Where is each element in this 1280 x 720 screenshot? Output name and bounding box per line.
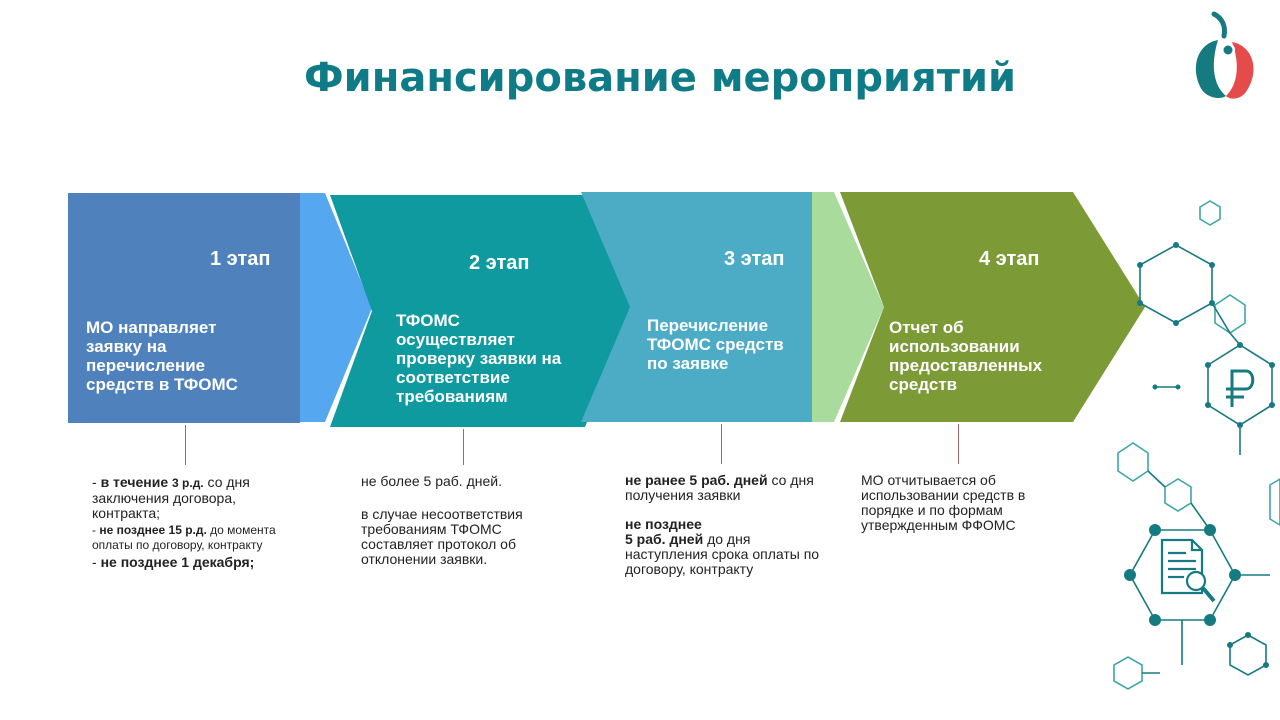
stage-1-note-a: - в течение 3 р.д. со дня заключения дог… (92, 474, 250, 521)
stage-3-heading: 3 этап (724, 248, 785, 270)
stage-1-arrow-tip (298, 193, 372, 422)
stage-4-note: МО отчитывается об использовании средств… (861, 472, 1026, 533)
stage-4-heading: 4 этап (979, 248, 1040, 270)
stage-2-connector (463, 429, 464, 465)
stage-3-notes: не ранее 5 раб. дней со дня получения за… (625, 473, 820, 577)
stage-1-note-c: - не позднее 1 декабря; (92, 554, 255, 570)
stage-2-description: ТФОМС осуществляет проверку заявки на со… (396, 311, 562, 406)
stage-1-description: МО направляет заявку на перечисление сре… (86, 318, 238, 394)
stage-3-connector (721, 424, 722, 464)
page-title: Финансирование мероприятий (304, 55, 1016, 101)
document-magnifier-icon (1160, 538, 1216, 603)
stage-4-notes: МО отчитывается об использовании средств… (861, 473, 1061, 533)
stage-3-note-b: не позднее 5 раб. дней до дня наступлени… (625, 516, 820, 577)
stage-3-box (581, 192, 812, 422)
stage-2-note-deadline: не более 5 раб. дней. (361, 473, 502, 489)
stage-3-note-a: не ранее 5 раб. дней со дня получения за… (625, 472, 814, 503)
stage-2-notes: не более 5 раб. дней. в случае несоответ… (361, 474, 556, 567)
stage-4-description: Отчет об использовании предоставленных с… (889, 318, 1043, 394)
ruble-hexagon-icon (1226, 369, 1255, 407)
stage-4-arrow (840, 192, 1145, 422)
stage-1-heading: 1 этап (210, 248, 271, 270)
stage-1-connector (185, 425, 186, 465)
stage-1-box (68, 193, 300, 423)
stage-1-notes: - в течение 3 р.д. со дня заключения дог… (92, 475, 292, 570)
stage-2-arrow (330, 195, 632, 427)
stage-3-arrow-tip (810, 192, 884, 422)
stylized-figure-logo-icon (1195, 11, 1254, 99)
stage-2-note-rejection: в случае несоответствия требованиям ТФОМ… (361, 506, 523, 567)
stage-4-connector (958, 424, 959, 464)
stage-2-heading: 2 этап (469, 252, 530, 274)
stage-1-note-b: - не позднее 15 р.д. до момента оплаты п… (92, 523, 276, 552)
molecule-network-decoration (1113, 200, 1280, 690)
stage-3-description: Перечисление ТФОМС средств по заявке (647, 316, 784, 373)
